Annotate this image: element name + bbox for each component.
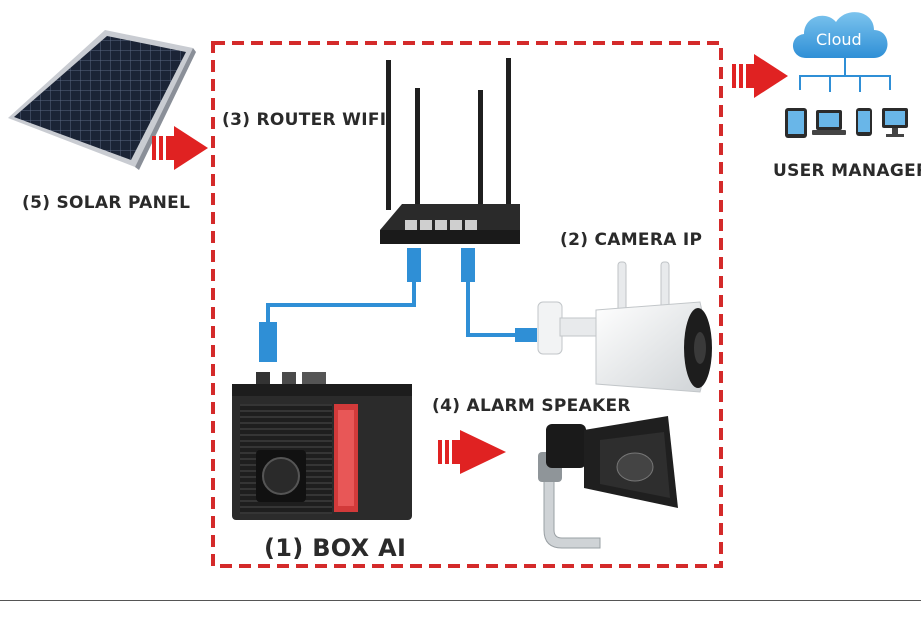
camera-image [537,261,712,393]
cloud-label: Cloud [816,30,862,49]
system-boundary [211,41,723,568]
label-user-manager: USER MANAGER [773,161,921,181]
arrow-solar-to-system [152,126,208,170]
arrow-box-to-speaker [438,430,506,474]
label-router: (3) ROUTER WIFI [222,110,387,130]
cloud-icon: Cloud [792,12,891,92]
device-icons [785,108,908,138]
box-ai-image [232,372,412,520]
label-alarm-speaker: (4) ALARM SPEAKER [432,396,631,416]
bottom-bar [0,600,921,617]
label-box-ai: (1) BOX AI [264,534,407,562]
arrow-system-to-cloud [732,54,788,98]
solar-panel-image [8,30,196,170]
label-solar-panel: (5) SOLAR PANEL [22,193,191,213]
label-camera-ip: (2) CAMERA IP [560,230,703,250]
speaker-image [538,416,678,549]
router-image [380,58,520,244]
network-cables [259,248,537,362]
